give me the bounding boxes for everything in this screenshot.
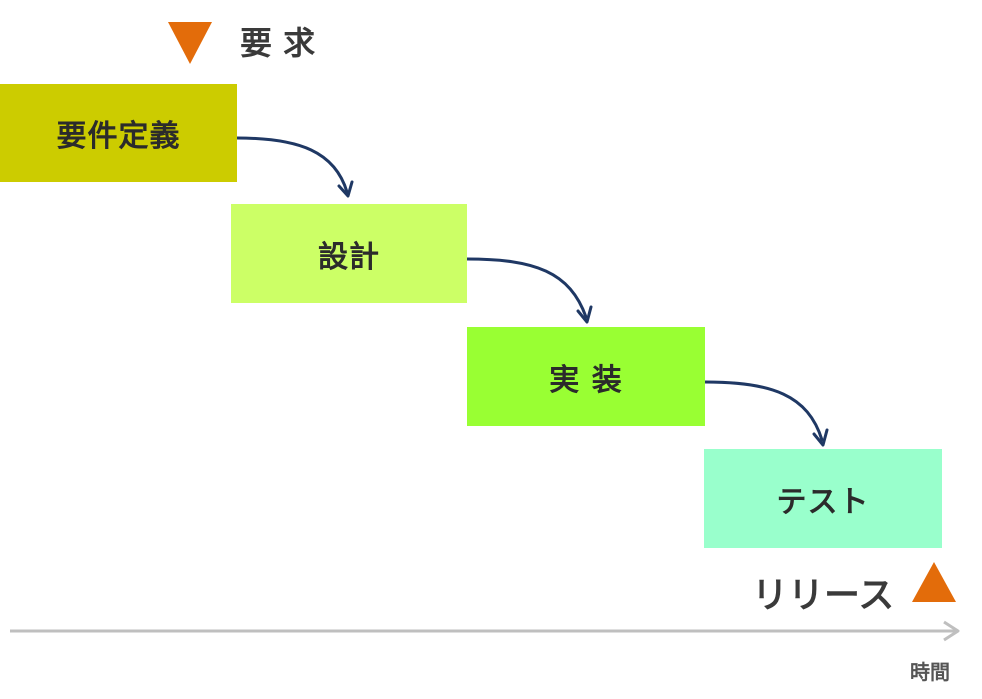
time-axis-label: 時間	[910, 660, 950, 684]
connector-implementation-to-test	[703, 380, 824, 442]
requirements-marker-icon	[168, 22, 212, 64]
release-label: リリース	[752, 575, 895, 616]
connector-design-to-implementation	[465, 257, 588, 319]
connectors	[235, 136, 824, 442]
release-marker-icon	[912, 562, 956, 602]
time-axis-arrowhead-icon	[943, 620, 960, 642]
phase-design: 設計	[231, 204, 467, 303]
connector-requirements-to-design	[235, 136, 349, 194]
connector-arrowheads	[337, 180, 829, 447]
arrowhead-icon	[576, 305, 593, 324]
arrowhead-icon	[812, 428, 829, 447]
phase-test: テスト	[704, 449, 942, 548]
requirements-label: 要 求	[240, 24, 316, 62]
phase-requirements-definition: 要件定義	[0, 84, 237, 182]
arrowhead-icon	[337, 180, 354, 198]
phase-implementation: 実 装	[467, 327, 705, 426]
